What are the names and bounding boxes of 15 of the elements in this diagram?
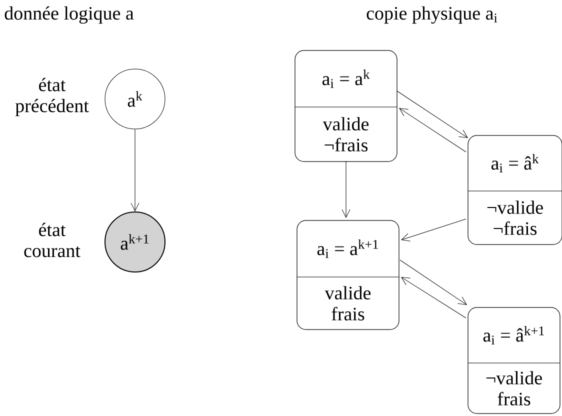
arrow [400,260,467,305]
arrow [342,160,350,218]
state-box: a$_{i}$ = a$^{k+1}$ valide frais [296,220,400,330]
arrow [401,277,466,318]
state-label: état précédent [15,78,89,116]
arrow [130,129,140,212]
state-box: a$_{i}$ = â$^{k}$ ¬valide ¬frais [468,135,562,245]
arrow [401,218,466,242]
state-box: a$_{i}$ = â$^{k+1}$ ¬valide frais [468,307,560,414]
heading: donnée logique a [4,6,134,24]
state-label: état courant [24,222,80,258]
arrow [396,90,468,138]
arrow [399,108,466,152]
heading: copie physique a$_{i}$ [366,6,498,24]
state-box: a$_{i}$ = a$^{k}$ valide ¬frais [294,50,398,162]
